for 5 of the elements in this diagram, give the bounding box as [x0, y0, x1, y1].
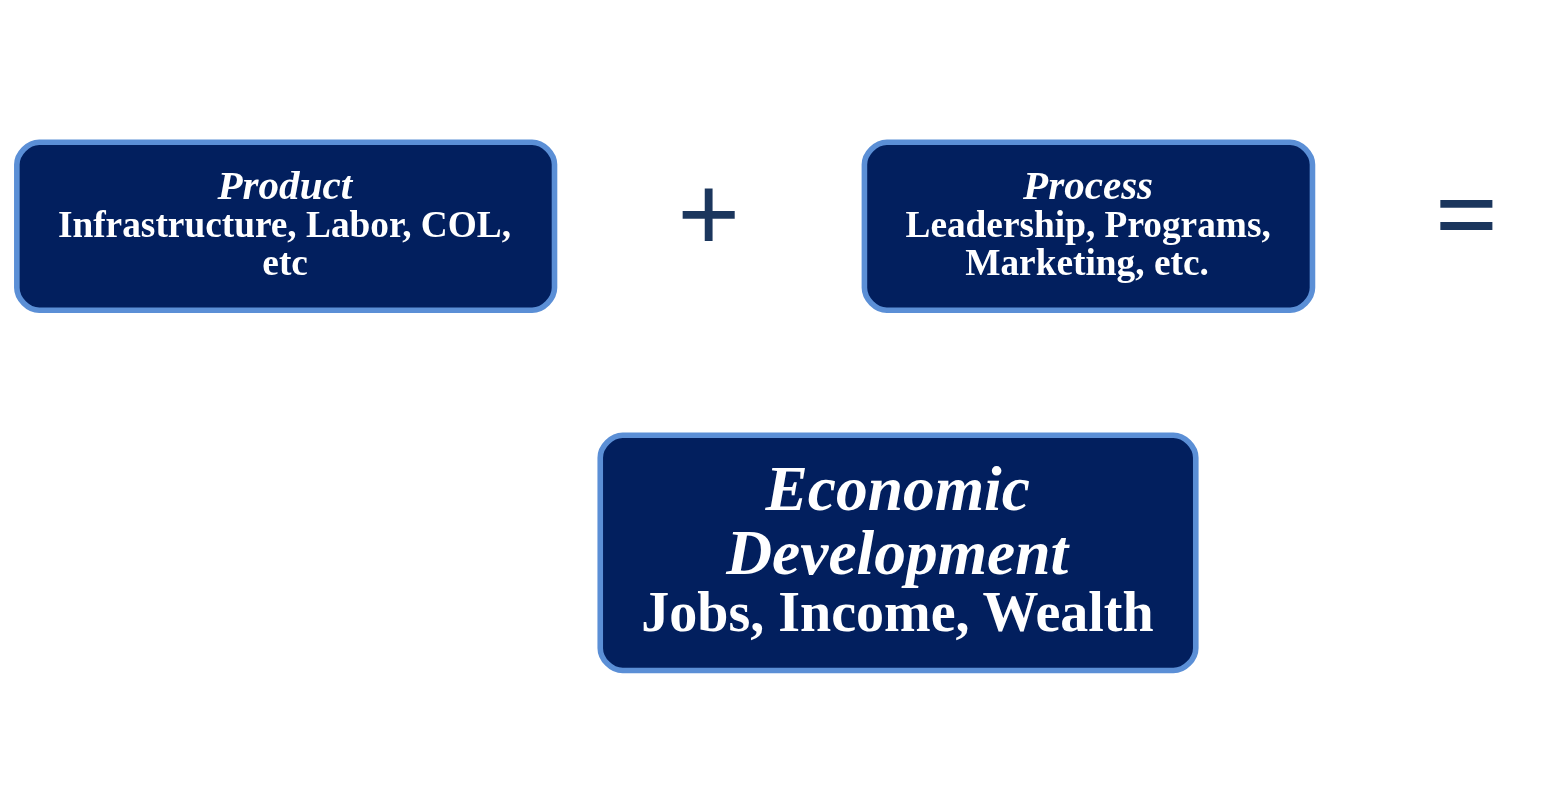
node-box: Process Leadership, Programs, Marketing, etc. [861, 138, 1316, 313]
label: + [676, 151, 741, 276]
label: = [1434, 151, 1499, 276]
node-box: Product Infrastructure, Labor, COL, etc [14, 138, 558, 313]
node-box: Economic Development Jobs, Income, Wealth [597, 432, 1199, 673]
